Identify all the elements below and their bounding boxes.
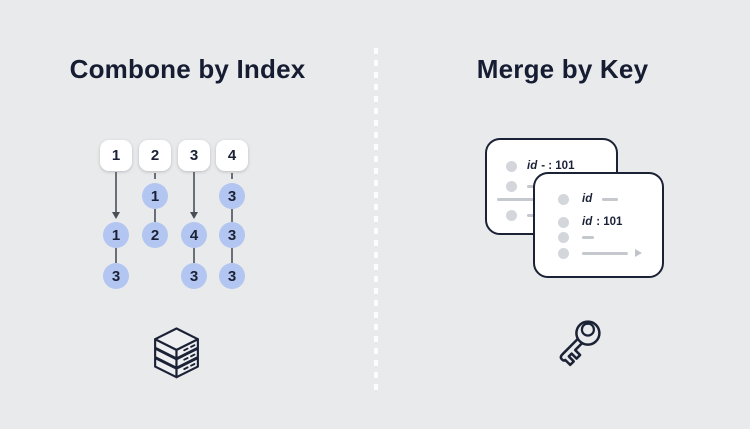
value-node: 3: [181, 263, 207, 289]
connector-tick: [231, 173, 233, 179]
index-column-3: 3 4 3: [178, 140, 210, 290]
value-node: 3: [103, 263, 129, 289]
field-skeleton: [582, 251, 628, 255]
record-row: [558, 231, 594, 243]
id-field-label: id: 101: [582, 216, 623, 228]
record-row: id: 101: [558, 216, 622, 228]
combine-by-index-title: Combone by Index: [69, 54, 306, 84]
value-node: 3: [219, 222, 245, 248]
field-dot: [506, 180, 517, 192]
field-dot: [558, 193, 569, 205]
value-node: 1: [103, 222, 129, 248]
index-box-4: 4: [216, 140, 248, 171]
field-dot: [506, 160, 517, 172]
field-dot: [506, 209, 517, 221]
index-column-2: 2 1 2: [139, 140, 171, 290]
value-node: 1: [142, 183, 168, 209]
server-stack-icon: [154, 327, 199, 379]
index-column-1: 1 1 3: [100, 140, 132, 290]
index-box-2: 2: [139, 140, 171, 171]
connector-line: [154, 209, 156, 222]
merge-arrow-icon: [635, 249, 642, 257]
record-row: [558, 247, 642, 259]
connector-line: [231, 248, 233, 263]
value-node: 2: [142, 222, 168, 248]
dashed-divider: [374, 48, 378, 390]
connector-line: [193, 248, 195, 263]
key-icon: [559, 320, 601, 367]
record-row: id- : 101: [506, 160, 574, 172]
value-node: 3: [219, 183, 245, 209]
record-row: id: [558, 193, 619, 205]
index-column-4: 4 3 3 3: [216, 140, 248, 290]
connector-line: [231, 209, 233, 222]
index-box-1: 1: [100, 140, 132, 171]
value-node: 3: [219, 263, 245, 289]
value-node: 4: [181, 222, 207, 248]
arrowhead-icon: [112, 212, 120, 219]
merge-by-key-title: Merge by Key: [476, 54, 649, 84]
field-dot: [558, 231, 569, 243]
arrowhead-icon: [190, 212, 198, 219]
connector-line: [115, 248, 117, 263]
field-skeleton: [497, 198, 541, 201]
arrow-line: [193, 172, 195, 212]
arrow-line: [115, 172, 117, 212]
id-field-label: id: [582, 193, 593, 205]
id-field-label: id- : 101: [527, 160, 575, 172]
field-dot: [558, 247, 569, 259]
connector-tick: [154, 173, 156, 179]
field-dot: [558, 216, 569, 228]
index-box-3: 3: [178, 140, 210, 171]
field-skeleton: [582, 235, 594, 239]
record-card-front: id id: 101: [533, 172, 664, 278]
field-skeleton: [602, 197, 619, 201]
